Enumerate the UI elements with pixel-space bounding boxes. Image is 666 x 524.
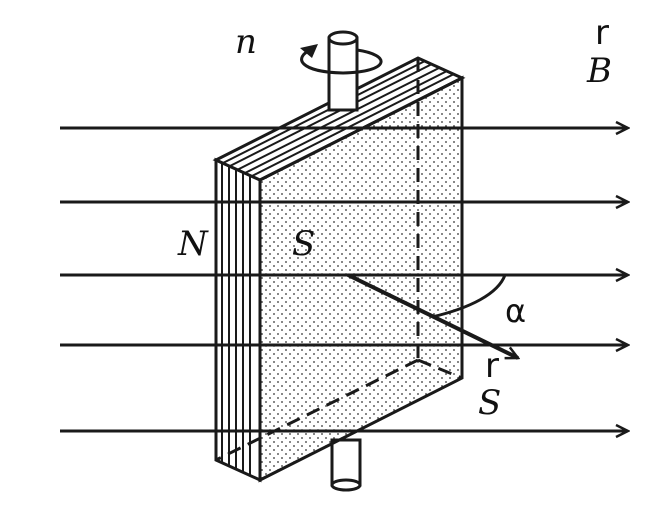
normal-vector-label: S: [478, 383, 501, 423]
angle-label: α: [505, 292, 526, 330]
magnetic-field-label: B: [586, 51, 612, 91]
coil-top-windings: [212, 56, 466, 182]
top-axle: [327, 30, 359, 112]
b-vector-mark: r: [595, 13, 609, 53]
turns-label: N: [177, 224, 209, 264]
rotation-arrow-icon: [300, 44, 383, 75]
normal-vector: [347, 273, 518, 360]
rotation-label: n: [235, 22, 257, 62]
s-vector-mark: r: [485, 346, 499, 386]
area-label: S: [292, 224, 315, 264]
magnetic-field-lines: [60, 128, 628, 431]
angle-arc: [431, 274, 507, 319]
bottom-axle: [330, 438, 362, 492]
